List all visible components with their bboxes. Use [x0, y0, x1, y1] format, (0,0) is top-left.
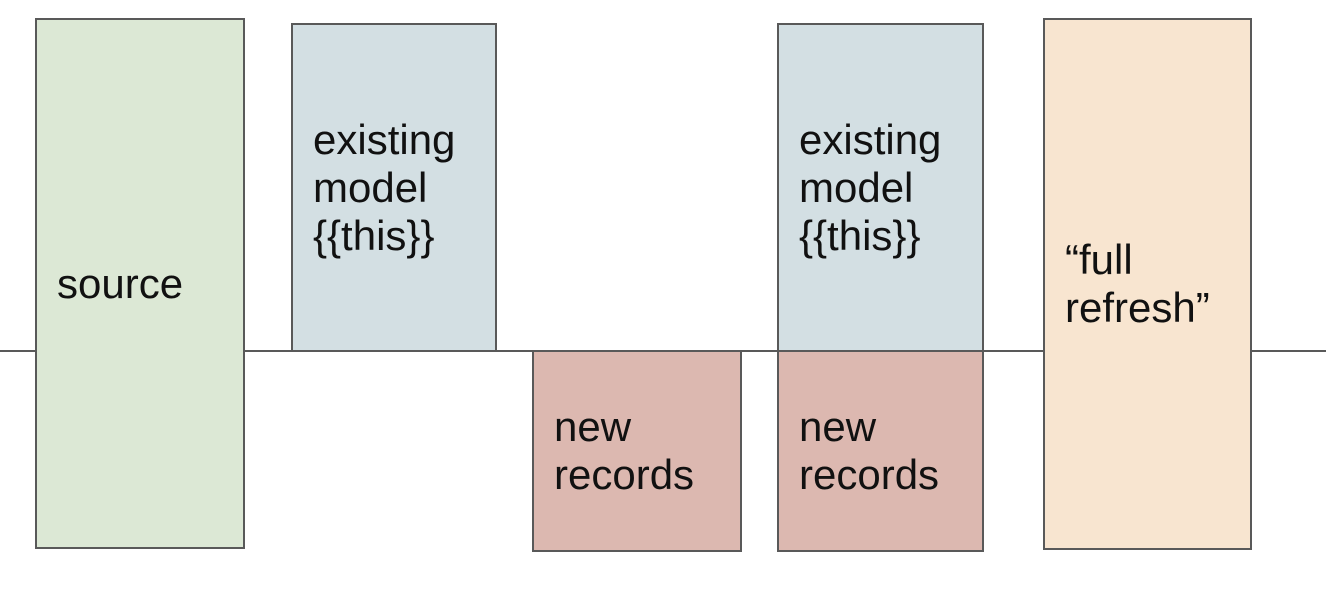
existing-model-box-1: existing model {{this}}	[291, 23, 497, 352]
source-box-label: source	[57, 259, 184, 307]
full-refresh-box-label: “full refresh”	[1065, 236, 1210, 331]
existing-model-box-1-label: existing model {{this}}	[313, 115, 456, 259]
new-records-box-2-label: new records	[799, 403, 940, 498]
new-records-box-2: new records	[777, 350, 984, 552]
existing-model-box-2: existing model {{this}}	[777, 23, 984, 352]
full-refresh-box: “full refresh”	[1043, 18, 1252, 550]
existing-model-box-2-label: existing model {{this}}	[799, 115, 942, 259]
new-records-box-1-label: new records	[554, 403, 695, 498]
source-box: source	[35, 18, 245, 549]
new-records-box-1: new records	[532, 350, 742, 552]
